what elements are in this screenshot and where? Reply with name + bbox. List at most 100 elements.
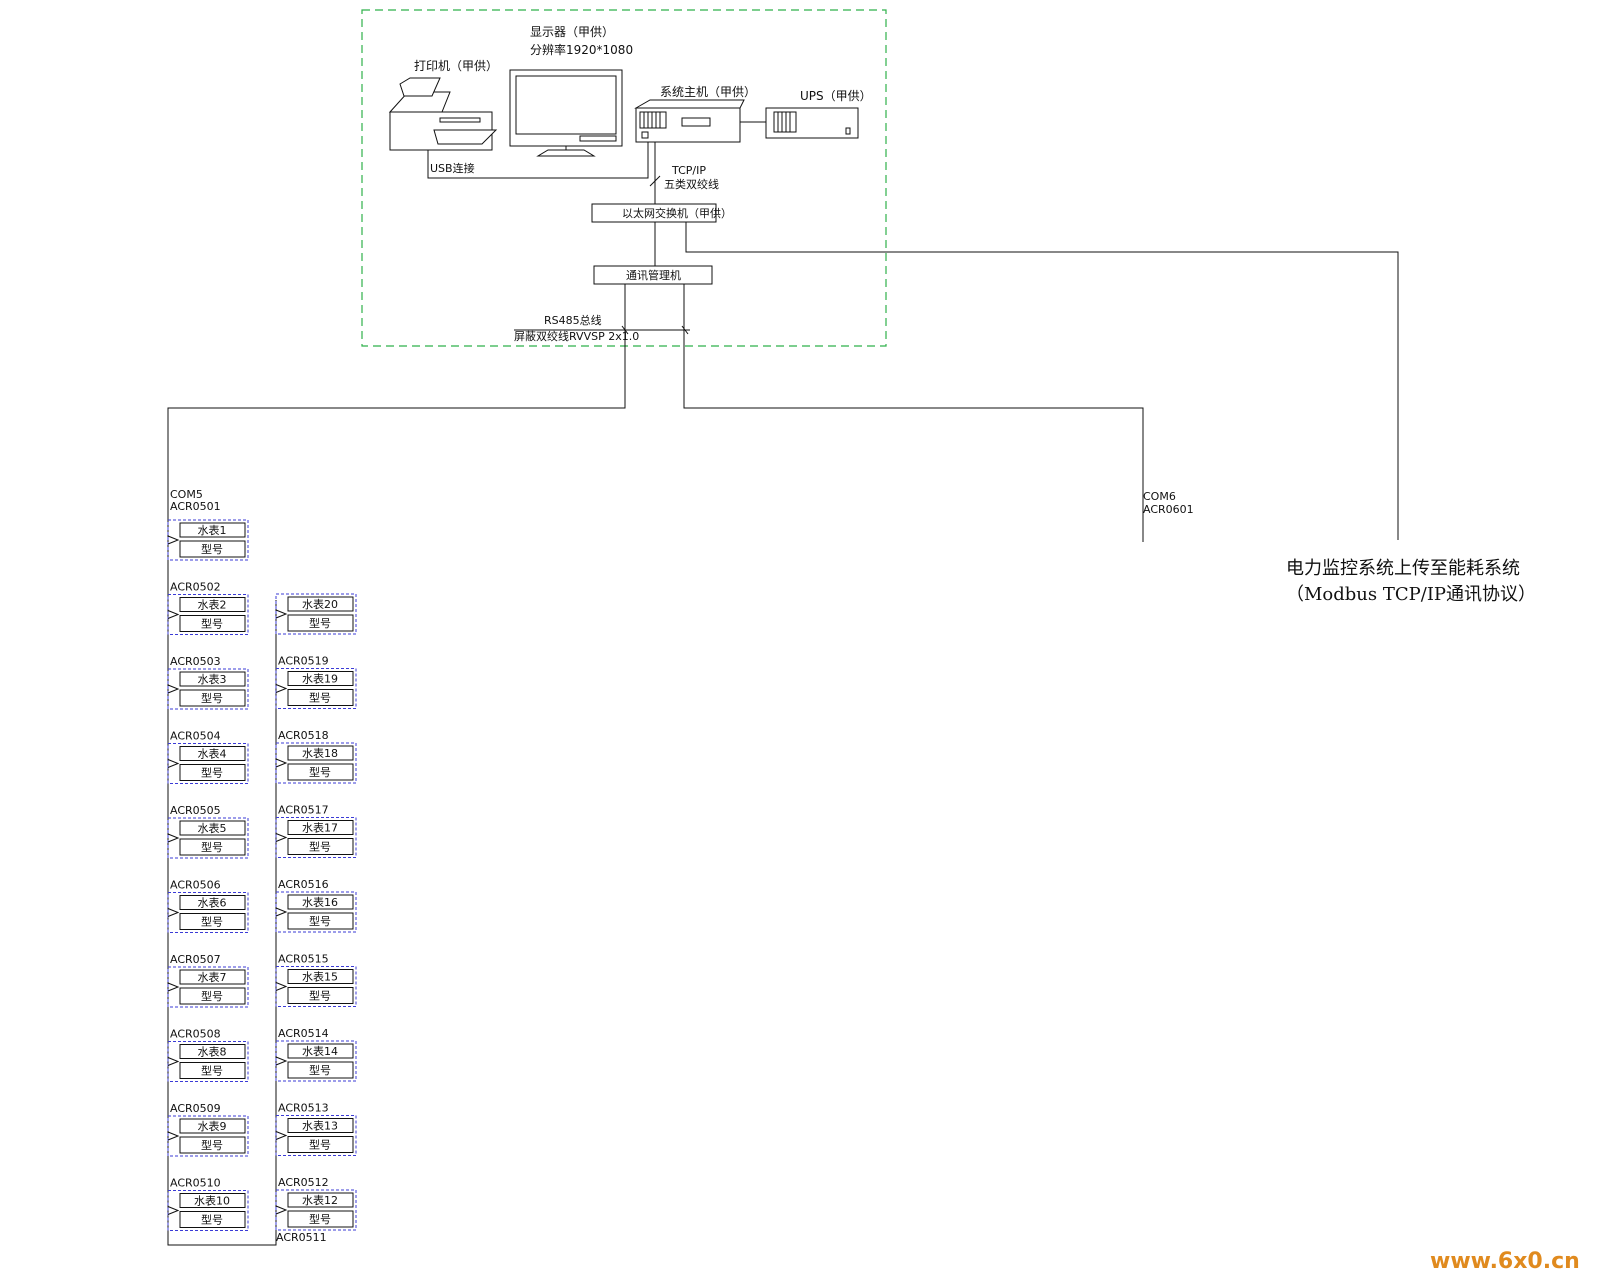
- meter-bus-tap: [167, 1206, 180, 1215]
- meter-name: 水表7: [198, 970, 227, 984]
- meter-model-box: [179, 1211, 246, 1228]
- meter-model-box: [179, 689, 246, 707]
- meter-address: ACR0501: [170, 500, 221, 513]
- meter-name-box: [179, 746, 246, 761]
- meter-model: 型号: [309, 765, 331, 779]
- meter-bus-tap: [167, 982, 180, 992]
- meter-name-box: [287, 820, 354, 835]
- meter-bus-tap: [275, 1205, 288, 1215]
- meter-name-box: [287, 1043, 354, 1059]
- meter-frame: [167, 966, 249, 1008]
- printer-label: 打印机（甲供）: [414, 59, 498, 73]
- meter-model: 型号: [309, 989, 331, 1003]
- meter-name: 水表9: [198, 1119, 227, 1133]
- meter-bus-tap: [275, 1131, 288, 1140]
- meter-model: 型号: [201, 989, 223, 1003]
- meter-address: ACR0515: [278, 953, 329, 966]
- monitor-subtitle: 分辨率1920*1080: [530, 42, 633, 57]
- meter-model: 型号: [201, 915, 223, 929]
- meter-name: 水表4: [198, 747, 227, 761]
- meter-model-box: [179, 987, 246, 1005]
- meter-address: ACR0505: [170, 804, 221, 817]
- meter-model: 型号: [201, 542, 223, 556]
- meter-address: ACR0517: [278, 804, 329, 817]
- meter-address: ACR0503: [170, 655, 221, 668]
- meter-model-box: [287, 1136, 354, 1153]
- meter-model: 型号: [309, 616, 331, 630]
- meter-frame: [275, 891, 357, 933]
- meter-name: 水表2: [198, 598, 227, 612]
- meter-frame: [167, 594, 249, 635]
- meter-frame: [275, 1115, 357, 1156]
- upload-line: [685, 222, 1399, 540]
- meter-frame: [275, 1040, 357, 1082]
- meter-address: ACR0519: [278, 655, 329, 668]
- meter-address: ACR0504: [170, 730, 221, 743]
- meter-frame: [167, 519, 249, 561]
- upload-title: 电力监控系统上传至能耗系统: [1286, 558, 1520, 579]
- rs485-tick-right: [681, 325, 689, 335]
- meter-name-box: [287, 671, 354, 686]
- meter-name-box: [287, 1192, 354, 1208]
- meter-model: 型号: [201, 1138, 223, 1152]
- meter-model: 型号: [201, 1064, 223, 1078]
- meter-model-box: [179, 838, 246, 856]
- meter-bus-tap: [167, 908, 180, 917]
- meter-name: 水表14: [302, 1044, 338, 1058]
- meter-bus-tap: [167, 610, 180, 619]
- meter-bus-tap: [275, 609, 288, 619]
- meter-name-box: [179, 522, 246, 538]
- printer-icon: [388, 77, 498, 151]
- meter-name: 水表12: [302, 1193, 338, 1207]
- meter-bus-tap: [167, 1057, 180, 1066]
- meter-name-box: [179, 969, 246, 985]
- meter-column-right: 水表20型号ACR0519水表19型号ACR0518水表18型号ACR0517水…: [275, 593, 357, 1231]
- meter-name-box: [179, 820, 246, 836]
- meter-model-box: [179, 1136, 246, 1154]
- meter-model-box: [179, 615, 246, 632]
- rs485-cable-note: 屏蔽双绞线RVVSP 2x1.0: [514, 329, 639, 343]
- com6-bus: [683, 284, 1144, 542]
- meter-frame: [167, 743, 249, 784]
- meter-bus-tap: [275, 684, 288, 693]
- meter-model: 型号: [201, 766, 223, 780]
- tcpip-tick: [649, 175, 661, 187]
- meter-name-box: [287, 745, 354, 761]
- monitor-title: 显示器（甲供）: [530, 25, 614, 39]
- meter-model: 型号: [201, 691, 223, 705]
- meter-name: 水表13: [302, 1119, 338, 1133]
- meter-address-bottom-right: ACR0511: [276, 1231, 327, 1244]
- cable-type-label: 五类双绞线: [664, 177, 719, 191]
- meter-model-box: [179, 913, 246, 930]
- meter-address: ACR0518: [278, 729, 329, 742]
- meter-model-box: [287, 614, 354, 632]
- meter-address: ACR0513: [278, 1102, 329, 1115]
- meter-model: 型号: [309, 691, 331, 705]
- comm-server: [593, 265, 713, 285]
- meter-bus-tap: [167, 759, 180, 768]
- meter-frame: [275, 817, 357, 858]
- ethernet-switch: [591, 203, 717, 223]
- ups-label: UPS（甲供）: [800, 89, 872, 103]
- meter-model: 型号: [309, 840, 331, 854]
- meter-model-box: [287, 689, 354, 706]
- com6-port-label: COM6: [1143, 490, 1176, 503]
- meter-address: ACR0509: [170, 1102, 221, 1115]
- meter-bus-tap: [167, 1131, 180, 1141]
- meter-model-box: [287, 838, 354, 855]
- meter-frame: [275, 668, 357, 709]
- meter-bus-tap: [275, 758, 288, 768]
- switch-label: 以太网交换机（甲供）: [622, 206, 732, 220]
- meter-name: 水表6: [198, 896, 227, 910]
- host-label: 系统主机（甲供）: [660, 85, 756, 99]
